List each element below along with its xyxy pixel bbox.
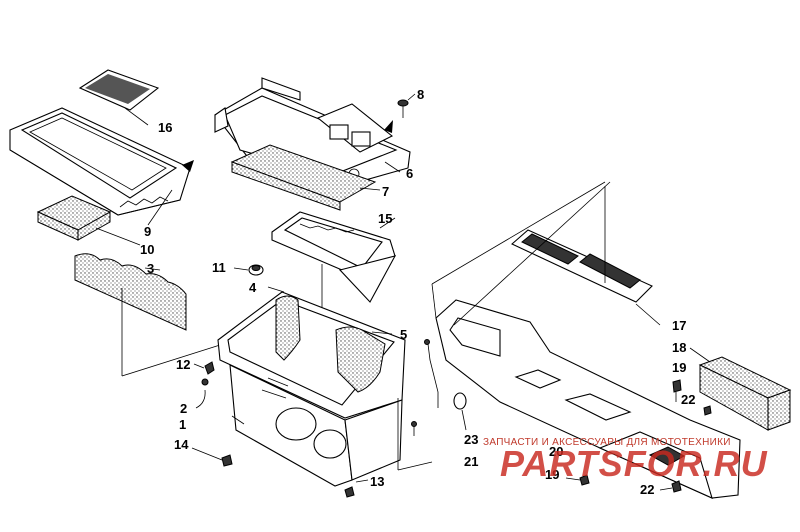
part-1-airbox <box>217 286 406 487</box>
callout-10: 10 <box>140 242 154 257</box>
callout-20: 20 <box>549 444 563 459</box>
callout-6: 6 <box>406 166 413 181</box>
callout-9: 9 <box>144 224 151 239</box>
callout-13: 13 <box>370 474 384 489</box>
part-16-grille <box>78 69 160 126</box>
part-11-cap <box>233 264 264 276</box>
part-23-grommet <box>453 392 467 431</box>
callout-2: 2 <box>180 401 187 416</box>
watermark-brand: PARTSFOR.RU <box>500 443 768 484</box>
part-10-foam-block <box>36 195 141 246</box>
callout-8: 8 <box>417 87 424 102</box>
callout-15: 15 <box>378 211 392 226</box>
callout-22-lower: 22 <box>640 482 654 497</box>
callout-21: 21 <box>464 454 478 469</box>
box-fasteners <box>191 361 369 498</box>
callout-17: 17 <box>672 318 686 333</box>
callout-12: 12 <box>176 357 190 372</box>
watermark-caption: ЗАПЧАСТИ И АКСЕССУАРЫ ДЛЯ МОТОТЕХНИКИ <box>483 437 731 448</box>
part-7-foam-pad <box>230 144 381 211</box>
console-fasteners <box>565 379 712 493</box>
callout-14: 14 <box>174 437 189 452</box>
callout-1: 1 <box>179 417 186 432</box>
callout-18: 18 <box>672 340 686 355</box>
callout-16: 16 <box>158 120 172 135</box>
part-17-frame <box>511 186 661 326</box>
part-9-filter-frame <box>9 107 194 226</box>
callout-4: 4 <box>249 280 257 295</box>
callout-3: 3 <box>147 261 154 276</box>
part-21-rod <box>397 339 439 471</box>
part-3-foam-strip <box>74 253 221 377</box>
callout-23: 23 <box>464 432 478 447</box>
part-18-foam-block <box>689 347 792 431</box>
part-8-screw <box>397 93 416 118</box>
callout-22-upper: 22 <box>681 392 695 407</box>
part-20-console <box>431 181 741 499</box>
callout-5: 5 <box>400 327 407 342</box>
callout-11: 11 <box>212 260 226 275</box>
part-15-cover <box>271 211 397 345</box>
callout-7: 7 <box>382 184 389 199</box>
callout-19-upper: 19 <box>672 360 686 375</box>
callout-19-lower: 19 <box>545 467 559 482</box>
